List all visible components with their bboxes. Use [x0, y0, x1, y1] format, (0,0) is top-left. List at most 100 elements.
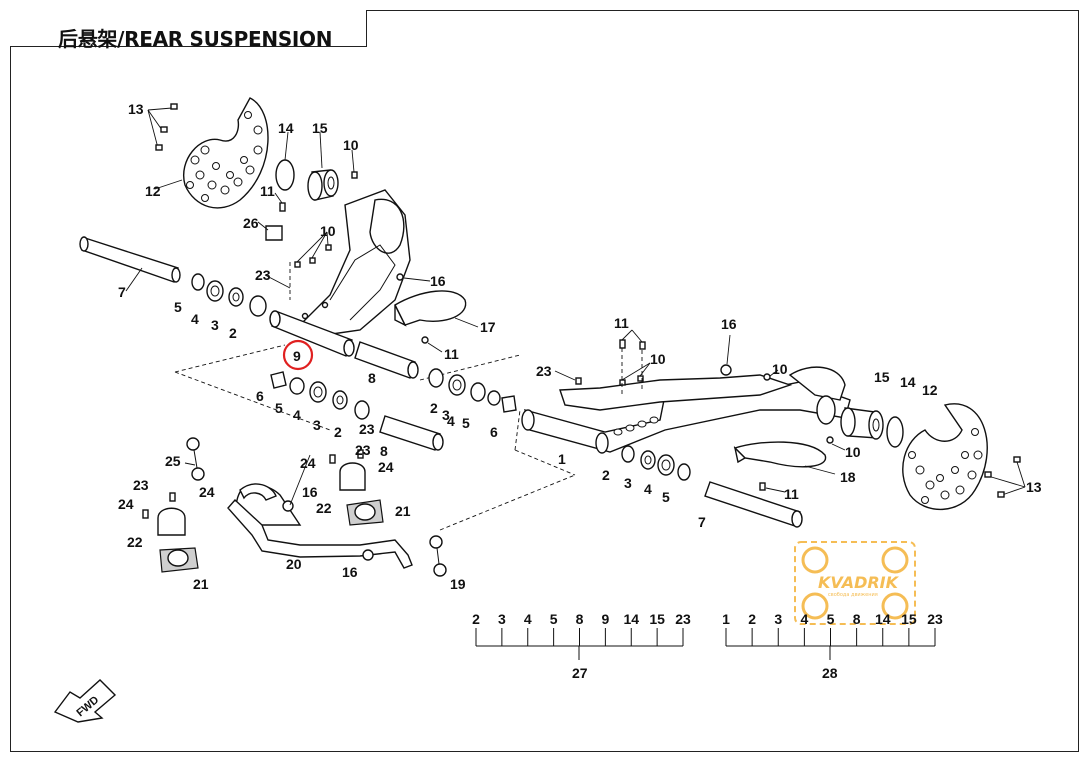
- axle-7-left: [79, 236, 181, 283]
- callout-10-right-c: 10: [845, 444, 861, 460]
- callout-10-left-a: 10: [343, 137, 359, 153]
- callout-15-right: 15: [874, 369, 890, 385]
- callout-12-left: 12: [145, 183, 161, 199]
- kit-27-item: 2: [472, 611, 480, 627]
- bushings-left-upper: [191, 273, 267, 317]
- tube-8-lower: [379, 415, 444, 451]
- kvadrik-watermark-logo: KVADRIK свобода движения: [794, 541, 916, 625]
- callout-16-right: 16: [721, 316, 737, 332]
- callout-3-a: 3: [211, 317, 219, 333]
- circlip-14-left: [275, 159, 295, 191]
- bolts-13-left: [147, 103, 178, 151]
- callout-4-a: 4: [191, 311, 199, 327]
- stabilizer-bar-20: [227, 483, 413, 569]
- highlight-circle: [282, 339, 314, 371]
- callout-7-right: 7: [698, 514, 706, 530]
- callout-24-c: 24: [300, 455, 316, 471]
- callout-20: 20: [286, 556, 302, 572]
- link-25: [186, 437, 205, 481]
- callout-5-d: 5: [662, 489, 670, 505]
- brake-disc-right: [902, 403, 988, 511]
- callout-26: 26: [243, 215, 259, 231]
- callout-12-right: 12: [922, 382, 938, 398]
- guard-17-left: [394, 273, 479, 353]
- callout-16-left: 16: [430, 273, 446, 289]
- swing-arm-tube-9: [269, 310, 355, 357]
- drawing-frame: [10, 10, 1079, 752]
- bolts-13-right: [984, 456, 1026, 498]
- callout-24-d: 24: [378, 459, 394, 475]
- kit-27-item: 5: [550, 611, 558, 627]
- kit-28-item: 5: [827, 611, 835, 627]
- guard-18-right: [733, 441, 836, 475]
- bracket-26: [257, 221, 283, 241]
- kit-28-item: 3: [774, 611, 782, 627]
- callout-22-right: 22: [316, 500, 332, 516]
- callout-11-mid: 11: [444, 346, 459, 362]
- clamp-22-right: [329, 449, 384, 526]
- callout-2-d: 2: [602, 467, 610, 483]
- kit-28-label: 28: [822, 665, 838, 681]
- callout-18: 18: [840, 469, 856, 485]
- callout-23-low: 23: [133, 477, 149, 493]
- title-block: 后悬架/REAR SUSPENSION: [10, 10, 367, 51]
- tube-8-upper: [354, 341, 419, 379]
- callout-5-c: 5: [462, 415, 470, 431]
- kit-27-item: 14: [623, 611, 639, 627]
- watermark-tagline: свобода движения: [828, 592, 878, 598]
- callout-13-left: 13: [128, 101, 144, 117]
- callout-23-clamp: 23: [355, 442, 371, 458]
- kit-28-item: 4: [800, 611, 808, 627]
- bolts-10-left: [294, 149, 358, 268]
- bolts-11-left: [274, 192, 286, 212]
- callout-21-right: 21: [395, 503, 411, 519]
- watermark-brand: KVADRIK: [818, 573, 900, 592]
- callout-19: 19: [450, 576, 466, 592]
- callout-2-c: 2: [430, 400, 438, 416]
- callout-14-right: 14: [900, 374, 916, 390]
- callout-3-c: 3: [442, 407, 450, 423]
- knuckle-left: [298, 189, 411, 336]
- kit-28-item: 2: [748, 611, 756, 627]
- callout-7-left: 7: [118, 284, 126, 300]
- circlip-14-right: [816, 395, 904, 448]
- kit-27-item: 9: [601, 611, 609, 627]
- callout-8-upper: 8: [368, 370, 376, 386]
- callout-17: 17: [480, 319, 496, 335]
- callout-10-left-b: 10: [320, 223, 336, 239]
- screws-right: [554, 329, 846, 493]
- callout-3-d: 3: [624, 475, 632, 491]
- callout-6-right: 6: [490, 424, 498, 440]
- callout-24-b: 24: [118, 496, 134, 512]
- callout-5-b: 5: [275, 400, 283, 416]
- kit-27-item: 15: [649, 611, 665, 627]
- callout-22-left: 22: [127, 534, 143, 550]
- callout-15-left: 15: [312, 120, 328, 136]
- link-19: [429, 535, 447, 577]
- callout-labels: 13 12 14 15 10 11 26 10 23 16 17 11 7 5 …: [118, 101, 1042, 592]
- callout-14-left: 14: [278, 120, 294, 136]
- callout-23-right: 23: [536, 363, 552, 379]
- callout-11-right-a: 11: [614, 315, 629, 331]
- callout-3-b: 3: [313, 417, 321, 433]
- axle-7-right: [704, 481, 803, 528]
- kit-27-item: 23: [675, 611, 691, 627]
- callout-13-right: 13: [1026, 479, 1042, 495]
- callout-2-b: 2: [334, 424, 342, 440]
- kit-27-item: 3: [498, 611, 506, 627]
- leader-lines: [125, 131, 323, 506]
- callout-9: 9: [293, 348, 301, 364]
- callout-10-right-a: 10: [650, 351, 666, 367]
- callout-24-a: 24: [199, 484, 215, 500]
- callout-11-left: 11: [260, 183, 275, 199]
- callout-5-a: 5: [174, 299, 182, 315]
- bearing-15-left: [307, 169, 339, 201]
- bushings-left-lower: [270, 371, 370, 420]
- callout-21-left: 21: [193, 576, 209, 592]
- kit-28-item: 1: [722, 611, 730, 627]
- brake-disc-left: [183, 97, 269, 209]
